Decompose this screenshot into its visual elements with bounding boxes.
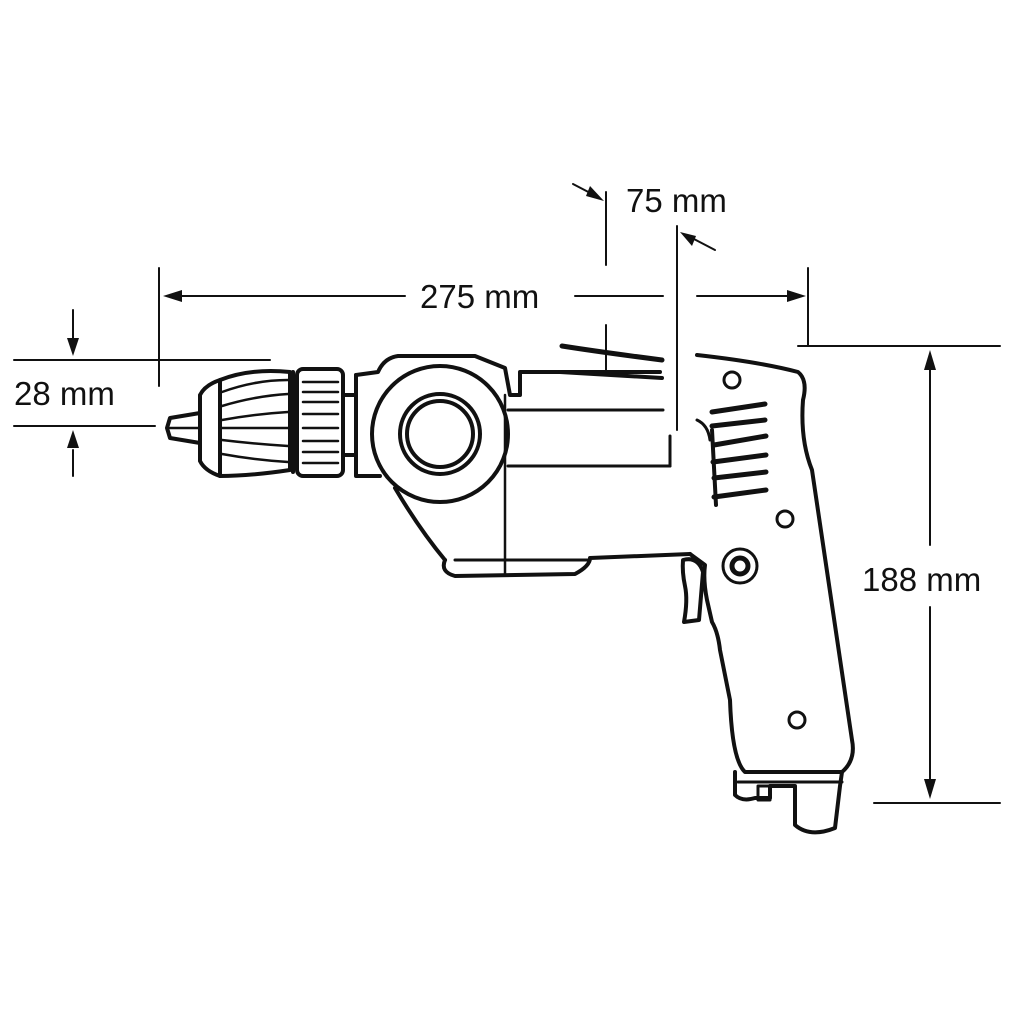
arrowhead-down-icon	[67, 338, 79, 356]
arrowhead-right-icon	[787, 290, 806, 302]
dimension-275mm-lines	[158, 267, 809, 387]
dimension-label-28mm: 28 mm	[14, 375, 115, 412]
arrowhead-75-right-icon	[680, 232, 696, 246]
arrowhead-up-icon	[67, 430, 79, 448]
gear-housing	[354, 354, 692, 578]
keyless-chuck	[165, 367, 358, 478]
dimension-label-275mm: 275 mm	[416, 280, 544, 313]
dimension-label-75mm: 75 mm	[626, 182, 727, 219]
lock-button	[721, 547, 759, 585]
arrowhead-75-left-icon	[586, 186, 604, 201]
trigger	[680, 557, 705, 624]
screw-holes	[722, 370, 807, 730]
arrowhead-left-icon	[163, 290, 182, 302]
arrowhead-bottom-icon	[924, 779, 936, 799]
dimension-75mm-lines	[572, 183, 716, 431]
dimension-188mm-lines	[797, 345, 1001, 804]
motor-housing	[506, 343, 672, 468]
arrowhead-top-icon	[924, 350, 936, 370]
handle	[688, 353, 855, 835]
dimension-28mm-lines	[13, 309, 271, 477]
dimension-label-188mm: 188 mm	[862, 561, 982, 598]
vent-slots	[695, 401, 769, 507]
